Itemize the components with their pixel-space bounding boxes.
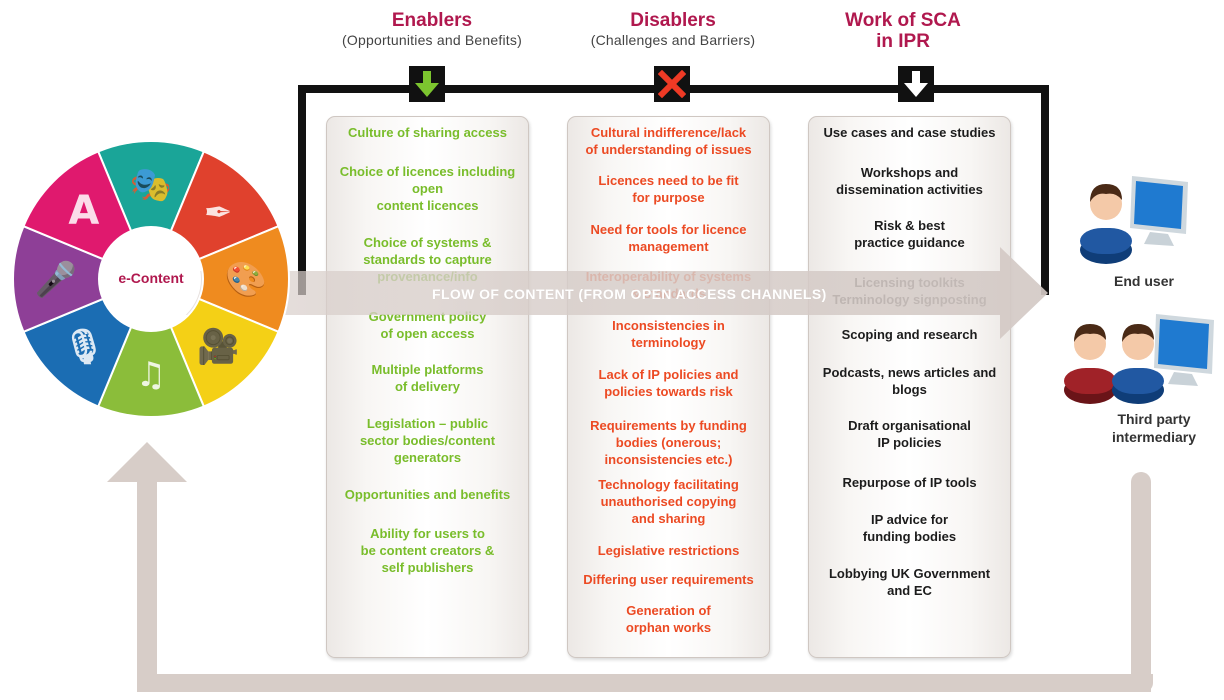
- list-item: Repurpose of IP tools: [842, 475, 977, 490]
- wheel-segment: [169, 150, 280, 261]
- wheel-segment: [12, 224, 105, 334]
- disablers-column: Cultural indifference/lack of understand…: [567, 116, 770, 658]
- third-party-illustration: [1064, 314, 1214, 404]
- enablers-title: Enablers: [391, 10, 473, 31]
- list-item: Use cases and case studies: [823, 125, 996, 140]
- list-item: Choice of licences including open conten…: [339, 164, 516, 213]
- work-arrow-box: [898, 66, 934, 102]
- list-item: Ability for users to be content creators…: [360, 526, 495, 575]
- wheel-segment: [169, 297, 280, 408]
- microphone-icon: 🎤: [35, 259, 77, 300]
- disablers-title: Disablers: [630, 10, 716, 31]
- disablers-subtitle: (Challenges and Barriers): [590, 32, 756, 48]
- font-icon: A: [68, 188, 99, 234]
- wheel-segment: [22, 297, 133, 408]
- frame-right: [1041, 85, 1049, 295]
- enablers-subtitle: (Opportunities and Benefits): [342, 32, 522, 48]
- list-item: Inconsistencies in terminology: [612, 318, 725, 350]
- list-item: Lobbying UK Government and EC: [828, 566, 991, 598]
- flow-of-content-arrow: [150, 247, 1048, 339]
- person-icon: [1080, 184, 1132, 264]
- palette-icon: 🎨: [225, 259, 267, 300]
- list-item: IP advice for funding bodies: [862, 512, 957, 544]
- return-arrow-head: [107, 442, 187, 482]
- e-content-wheel: 🎭 ✒ 🎨 🎥 ♫ 🎙 🎤 A: [12, 140, 290, 418]
- wheel-center-label: e-Content: [118, 270, 184, 286]
- disablers-heading: Disablers (Challenges and Barriers): [553, 10, 793, 49]
- list-item: Requirements by funding bodies (onerous;…: [590, 418, 747, 467]
- person-icon: [1112, 324, 1164, 404]
- music-note-icon: ♫: [136, 355, 166, 395]
- wheel-center: [101, 229, 201, 329]
- wheel-segment: [22, 150, 133, 261]
- disablers-cross-box: [654, 66, 690, 102]
- list-item: Legislation – public sector bodies/conte…: [359, 416, 496, 465]
- return-arrow-bottom: [137, 674, 1153, 692]
- list-item: Technology facilitating unauthorised cop…: [598, 477, 739, 526]
- list-item: Opportunities and benefits: [344, 487, 511, 502]
- wheel-segment: [197, 224, 290, 334]
- return-arrow-right: [1131, 472, 1151, 692]
- person-icon: [1064, 324, 1116, 404]
- red-cross-icon: [658, 70, 686, 98]
- monitor-icon: [1154, 314, 1214, 386]
- white-down-arrow-icon: [904, 71, 928, 97]
- list-item: Cultural indifference/lack of understand…: [585, 125, 752, 157]
- list-item: Need for tools for licence management: [590, 222, 747, 254]
- list-item: Workshops and dissemination activities: [836, 165, 983, 197]
- work-heading: Work of SCA in IPR: [783, 10, 1023, 52]
- frame-left: [298, 85, 306, 295]
- podcast-microphone-icon: 🎙: [62, 327, 105, 367]
- list-item: Generation of orphan works: [625, 603, 712, 635]
- third-party-label: Third party intermediary: [1111, 411, 1197, 445]
- list-item: Multiple platforms of delivery: [371, 362, 484, 394]
- enablers-arrow-box: [409, 66, 445, 102]
- list-item: Draft organisational IP policies: [848, 418, 971, 450]
- wheel-segment: [96, 325, 206, 418]
- list-item: Podcasts, news articles and blogs: [822, 365, 997, 397]
- film-camera-icon: 🎥: [197, 327, 239, 367]
- end-user-label: End user: [1114, 273, 1174, 289]
- list-item: Lack of IP policies and policies towards…: [598, 367, 739, 399]
- list-item: Licences need to be fit for purpose: [598, 173, 739, 205]
- work-title-line2: in IPR: [876, 31, 930, 52]
- monitor-icon: [1130, 176, 1188, 246]
- enablers-heading: Enablers (Opportunities and Benefits): [312, 10, 552, 49]
- list-item: Risk & best practice guidance: [854, 218, 965, 250]
- work-title-line1: Work of SCA: [845, 10, 961, 31]
- list-item: Differing user requirements: [583, 572, 754, 587]
- wheel-segment: [96, 140, 206, 233]
- end-user-illustration: [1080, 176, 1188, 264]
- green-down-arrow-icon: [415, 71, 439, 97]
- return-arrow-left: [137, 476, 157, 692]
- list-item: Legislative restrictions: [597, 543, 740, 558]
- fountain-pen-icon: ✒: [204, 193, 233, 233]
- list-item: Scoping and research: [841, 327, 978, 342]
- flow-of-content-label: FLOW OF CONTENT (FROM OPEN ACCESS CHANNE…: [432, 286, 827, 302]
- list-item: Culture of sharing access: [348, 125, 507, 140]
- theatre-masks-icon: 🎭: [130, 165, 172, 205]
